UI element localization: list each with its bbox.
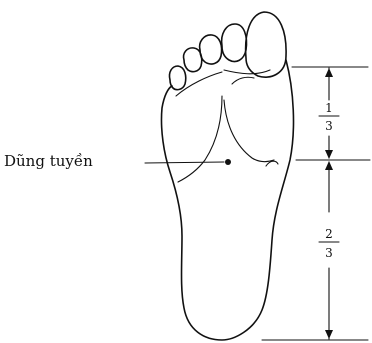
big-toe <box>246 12 286 77</box>
ball-crease-lower <box>232 77 254 84</box>
arrowhead-middle-down <box>325 161 333 170</box>
toe-fourth <box>184 48 202 72</box>
fraction-lower-numerator: 2 <box>325 227 333 241</box>
sole-groove-left <box>178 96 222 182</box>
foot-outline <box>161 60 293 340</box>
acupoint-dot <box>225 159 231 165</box>
toe-third <box>200 35 222 64</box>
acupoint-label: Dũng tuyền <box>4 152 93 170</box>
ball-crease-right <box>224 70 270 74</box>
fraction-upper-numerator: 1 <box>325 101 333 115</box>
arrowhead-bottom <box>325 330 333 339</box>
fraction-upper-denominator: 3 <box>325 119 333 133</box>
toe-second <box>222 24 247 62</box>
fraction-lower-denominator: 3 <box>325 246 333 260</box>
sole-groove-right <box>224 100 274 162</box>
ball-crease-left <box>176 72 222 96</box>
arrowhead-top <box>325 68 333 77</box>
label-leader-line <box>145 162 224 163</box>
arrowhead-middle-up <box>325 150 333 159</box>
